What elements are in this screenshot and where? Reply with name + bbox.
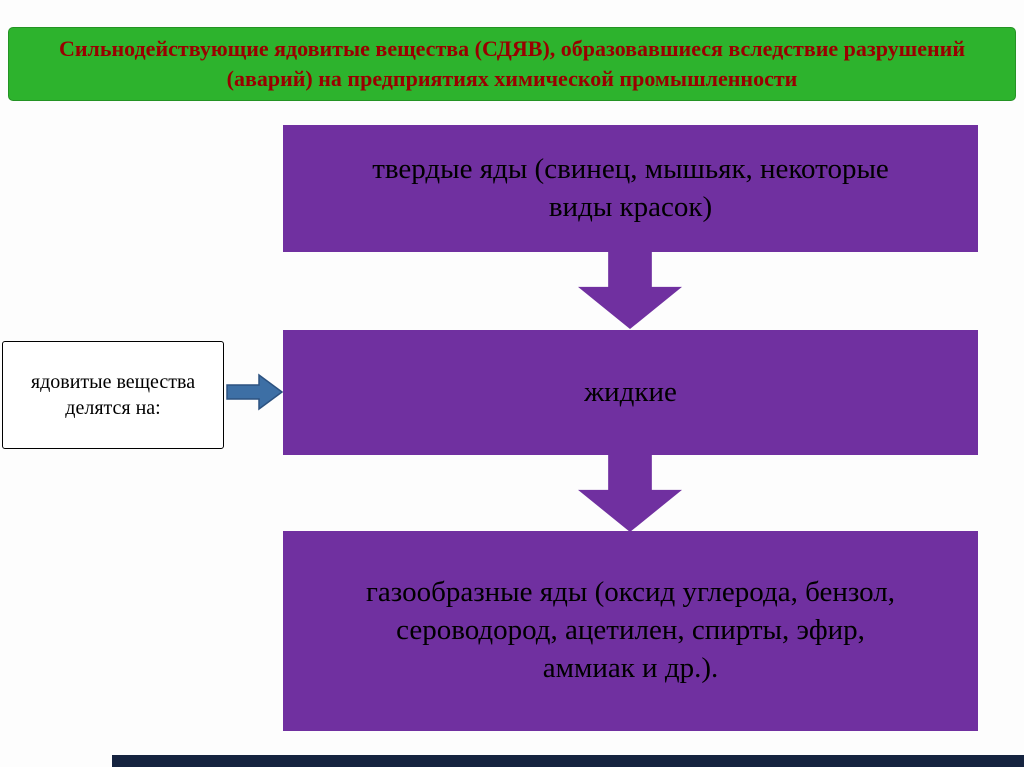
- side-label-text: ядовитые вещества делятся на:: [30, 371, 196, 419]
- down-arrow-icon: [578, 251, 682, 329]
- flow-box-label: жидкие: [584, 375, 677, 408]
- flow-box-label: твердые яды (свинец, мышьяк, некоторые в…: [372, 152, 889, 223]
- slide-title: Сильнодействующие ядовитые вещества (СДЯ…: [58, 36, 966, 91]
- footer-bar: [112, 755, 1024, 767]
- header-banner: Сильнодействующие ядовитые вещества (СДЯ…: [8, 27, 1016, 101]
- down-arrow-icon: [578, 454, 682, 532]
- flow-box-gaseous-poisons: газообразные яды (оксид углерода, бензол…: [283, 531, 978, 731]
- flow-box-label: газообразные яды (оксид углерода, бензол…: [366, 576, 895, 684]
- right-arrow-icon: [226, 373, 284, 411]
- flow-box-solid-poisons: твердые яды (свинец, мышьяк, некоторые в…: [283, 125, 978, 252]
- flow-box-liquid-poisons: жидкие: [283, 330, 978, 455]
- side-label-box: ядовитые вещества делятся на:: [2, 341, 224, 449]
